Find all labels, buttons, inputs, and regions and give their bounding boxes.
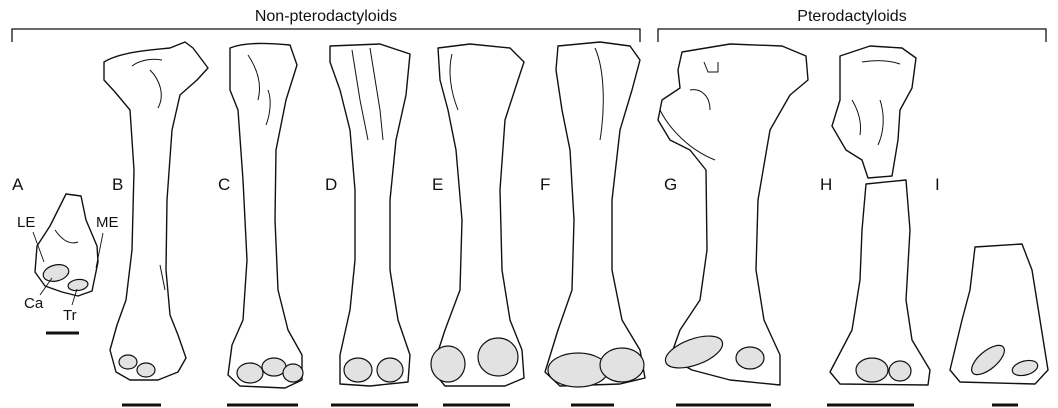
bone-e xyxy=(431,44,524,386)
condyle-h-2 xyxy=(889,361,911,381)
panel-letter-f: F xyxy=(540,175,550,194)
condyle-g-2 xyxy=(736,347,764,369)
condyle-f-2 xyxy=(600,348,644,382)
condyle-d-1 xyxy=(344,358,372,382)
panel-letter-d: D xyxy=(325,175,337,194)
label-le: LE xyxy=(17,214,35,231)
bone-i xyxy=(950,244,1048,384)
condyle-c-3 xyxy=(283,364,303,382)
bone-b xyxy=(104,42,208,380)
bone-d xyxy=(330,44,410,386)
panel-letter-e: E xyxy=(432,175,443,194)
label-me: ME xyxy=(96,214,119,231)
panel-letter-i: I xyxy=(935,175,940,194)
bone-g xyxy=(658,44,808,385)
panel-letter-c: C xyxy=(218,175,230,194)
condyle-c-2 xyxy=(262,358,286,376)
non-pterodactyloids-bracket xyxy=(12,29,640,42)
condyle-f-1 xyxy=(548,353,608,387)
non-pterodactyloids-label: Non-pterodactyloids xyxy=(255,8,397,25)
bone-a xyxy=(35,194,98,296)
condyle-b-1 xyxy=(119,355,137,369)
condyle-b-2 xyxy=(137,363,155,377)
bone-f xyxy=(545,42,645,387)
condyle-e-1 xyxy=(431,346,465,382)
panel-letter-b: B xyxy=(112,175,123,194)
bone-h xyxy=(830,46,930,385)
pterodactyloids-label: Pterodactyloids xyxy=(797,8,906,25)
pterodactyloids-bracket xyxy=(658,29,1046,42)
bone-c xyxy=(228,43,303,388)
label-tr: Tr xyxy=(63,307,77,324)
condyle-e-2 xyxy=(478,338,518,376)
panel-letter-a: A xyxy=(12,175,24,194)
panel-letter-g: G xyxy=(664,175,677,194)
condyle-c-1 xyxy=(237,363,263,383)
panel-letter-h: H xyxy=(820,175,832,194)
label-ca: Ca xyxy=(24,295,44,312)
condyle-d-2 xyxy=(377,358,403,382)
condyle-h-1 xyxy=(856,358,888,382)
